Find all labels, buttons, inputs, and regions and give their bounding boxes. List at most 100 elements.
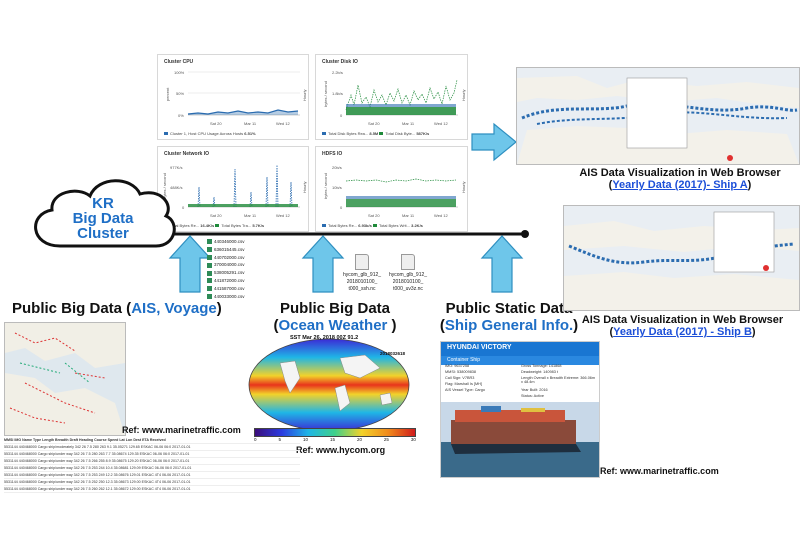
csv-file-icon — [207, 278, 212, 284]
right-arrow-vis — [471, 122, 517, 162]
cluster-disk-io-panel: Cluster Disk IO 2.2b/s 1.8b/s 0 Sat 20 M… — [315, 54, 468, 140]
xtick: Wed 12 — [276, 213, 290, 218]
ais-vis-map-b — [563, 205, 800, 311]
xtick: Sat 20 — [210, 121, 222, 126]
vis-map-a-graphic — [517, 68, 799, 164]
table-header: MMSI IMO Name Type Length Breadth Draft … — [4, 437, 300, 444]
legend-text: Total Bytes Tra... — [221, 223, 252, 228]
ship-field: Call Sign: V7BR3 — [445, 376, 475, 380]
cluster-label: KR Big Data Cluster — [58, 196, 148, 241]
ship-field: IMO: 9637258 — [445, 364, 470, 368]
xtick: Wed 12 — [276, 121, 290, 126]
panel-title: HDFS IO — [322, 151, 343, 157]
ship-field: AIS Vessel Type: Cargo — [445, 388, 486, 392]
file-item: 370004000.csv — [207, 261, 245, 269]
ship-field: Length Overall x Breadth Extreme: 366.06… — [521, 376, 596, 384]
vis-map-b-graphic — [564, 206, 799, 310]
xtick: Mar 11 — [402, 213, 415, 218]
csv-file-icon — [207, 254, 212, 260]
sst-map: SST Mar 26, 2018 00Z 91.2 2018032618 — [240, 333, 418, 438]
static-source-label: Public Static Data (Ship General Info.) — [439, 300, 579, 334]
xtick: Sat 20 — [368, 121, 380, 126]
cpu-chart: 100% 50% 0% Sat 20 Mar 11 Wed 12 percent… — [165, 70, 307, 126]
network-chart: 977K/s 488K/s 0 Sat 20 Mar 11 Wed 12 byt… — [162, 164, 307, 218]
tick: 2.2b/s — [332, 70, 343, 75]
tick: 0% — [178, 113, 184, 118]
xtick: Wed 12 — [434, 213, 448, 218]
side-label: Hourly — [302, 89, 307, 101]
csv-file-icon — [207, 270, 212, 276]
panel-title: Cluster Disk IO — [322, 59, 358, 65]
tick: 488K/s — [170, 185, 182, 190]
side-label: Hourly — [461, 89, 466, 101]
tick: 0 — [340, 113, 343, 118]
cloud-shape — [34, 179, 176, 248]
vis-title: AIS Data Visualization in Web Browser — [581, 314, 784, 326]
y-label: bytes / second — [323, 81, 328, 107]
legend-value: 8.5M — [369, 131, 379, 136]
tick: 977K/s — [170, 165, 182, 170]
file-item: 440702000.csv — [207, 254, 245, 262]
file-item: 441872000.csv — [207, 277, 245, 285]
ship-name: HYUNDAI VICTORY — [441, 342, 599, 356]
side-label: Hourly — [461, 181, 466, 193]
csv-file-icon — [207, 239, 212, 245]
y-label: bytes / second — [162, 173, 167, 199]
csv-file-icon — [207, 286, 212, 292]
y-label: percent — [165, 87, 170, 101]
line-endpoint — [521, 230, 529, 238]
yearly-data-ship-b-link[interactable]: Yearly Data (2017) - Ship B — [613, 326, 752, 338]
table-row: 5531144 440468000 Cargo ship/under way 3… — [4, 465, 300, 472]
tick: 10b/s — [332, 185, 342, 190]
ais-vis-map-a — [516, 67, 800, 165]
tick: 1.8b/s — [332, 91, 343, 96]
table-row: 5531144 440468000 Cargo ship/under way 3… — [4, 451, 300, 458]
xtick: Mar 11 — [244, 121, 257, 126]
tick: 50% — [176, 91, 184, 96]
ship-field: Flag: Marshall Is [MH] — [445, 382, 482, 386]
xtick: Sat 20 — [210, 213, 222, 218]
table-row: 5531144 440468000 Cargo ship/under way 3… — [4, 458, 300, 465]
csv-file-icon — [207, 293, 212, 299]
disk-chart: 2.2b/s 1.8b/s 0 Sat 20 Mar 11 Wed 12 byt… — [323, 70, 466, 126]
file-item: 441587000.csv — [207, 285, 245, 293]
legend-text: Total Disk Byte... — [385, 131, 416, 136]
hdfs-chart: 20b/s 10b/s 0 Sat 20 Mar 11 Wed 12 bytes… — [323, 165, 466, 218]
ref-hycom: Ref: www.hycom.org — [296, 445, 386, 455]
legend: Total Bytes Re... 6.93b/s Total Bytes Wr… — [322, 223, 423, 228]
ship-field: Deadweight: 140983 t — [521, 370, 558, 374]
file-item: 636015445.csv — [207, 246, 245, 254]
file-item: 440346000.csv — [207, 238, 245, 246]
legend-text: Total Bytes Re... — [170, 223, 200, 228]
vis-caption-a: AIS Data Visualization in Web Browser (Y… — [560, 167, 800, 191]
csv-file-icon — [207, 247, 212, 253]
hdfs-io-panel: HDFS IO 20b/s 10b/s 0 Sat 20 Mar 11 Wed … — [315, 146, 468, 232]
yearly-data-ship-a-link[interactable]: Yearly Data (2017)- Ship A — [612, 179, 748, 191]
scale-bar — [254, 428, 416, 437]
up-arrow-ocean — [301, 235, 345, 293]
legend-value: 16.4K/s — [200, 223, 215, 228]
legend-value: 6.93b/s — [358, 223, 372, 228]
file-item: 538005291.csv — [207, 269, 245, 277]
ship-field: Year Built: 2016 — [521, 388, 548, 392]
legend-text: Total Disk Bytes Rea... — [328, 131, 369, 136]
ref-marinetraffic-right: Ref: www.marinetraffic.com — [600, 466, 719, 476]
legend-value: 587K/s — [416, 131, 430, 136]
panel-title: Cluster Network IO — [164, 151, 210, 157]
xtick: Mar 11 — [244, 213, 257, 218]
sst-stamp: 2018032618 — [380, 351, 406, 356]
table-row: 5531144 440468000 Cargo ship/under way 3… — [4, 472, 300, 479]
ocean-source-label: Public Big Data (Ocean Weather ) — [273, 300, 397, 334]
hycom-file-2: hycom_glb_912_2018010100_t000_uv3z.nc — [386, 254, 430, 293]
legend-text: Cluster 1, Host CPU Usage Across Hosts — [170, 131, 244, 136]
ship-info-card: HYUNDAI VICTORY Container Ship IMO: 9637… — [440, 341, 600, 478]
ais-traffic-map — [4, 322, 126, 436]
legend-value: 6.51% — [244, 131, 256, 136]
sst-graphic: SST Mar 26, 2018 00Z 91.2 2018032618 — [248, 335, 410, 432]
legend: Total Disk Bytes Rea... 8.5M Total Disk … — [322, 131, 429, 136]
up-arrow-ais — [168, 235, 212, 293]
csv-file-icon — [207, 262, 212, 268]
